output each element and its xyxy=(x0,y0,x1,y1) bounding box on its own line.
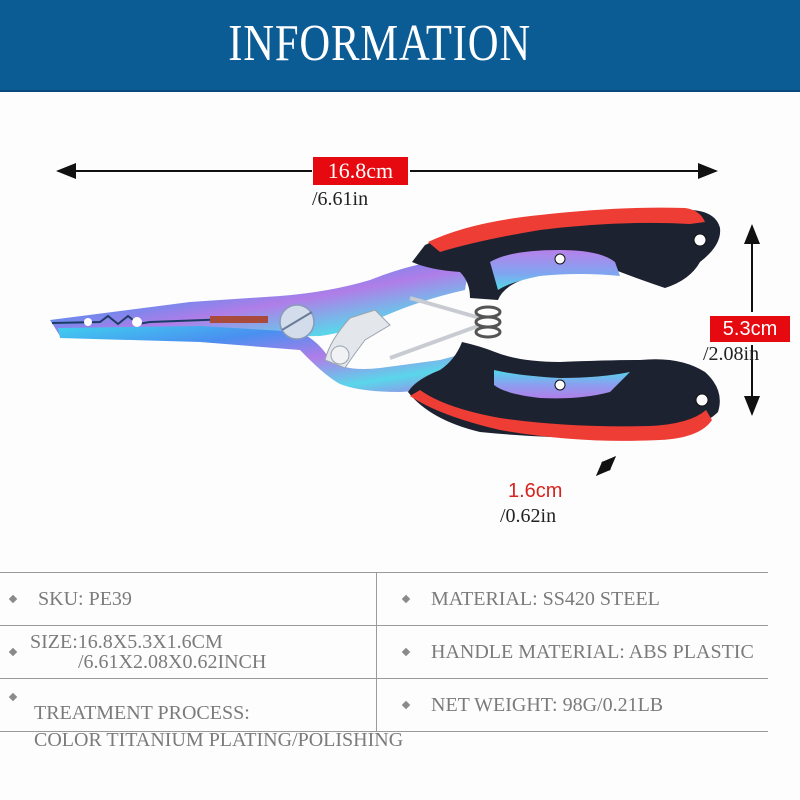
thickness-dimension-arrow xyxy=(595,455,617,477)
diamond-bullet-icon xyxy=(8,594,18,604)
thickness-inch-label: /0.62in xyxy=(500,505,557,527)
spec-handle-material-text: HANDLE MATERIAL: ABS PLASTIC xyxy=(431,640,754,663)
spec-treatment-label: TREATMENT PROCESS: xyxy=(34,701,250,724)
header-banner: INFORMATION xyxy=(0,0,800,92)
diamond-bullet-icon xyxy=(401,700,411,710)
page-title: INFORMATION xyxy=(228,14,532,72)
spec-treatment: TREATMENT PROCESS: xyxy=(0,679,377,731)
spec-table: SKU: PE39 MATERIAL: SS420 STEEL SIZE:16.… xyxy=(0,572,768,732)
pliers-image xyxy=(50,207,721,441)
diamond-bullet-icon xyxy=(401,647,411,657)
thickness-cm-label: 1.6cm xyxy=(508,480,563,502)
diamond-bullet-icon xyxy=(8,692,18,702)
width-inch-label: /2.08in xyxy=(703,343,760,365)
spec-net-weight: NET WEIGHT: 98G/0.21LB xyxy=(377,679,768,731)
diamond-bullet-icon xyxy=(401,594,411,604)
spec-row: SIZE:16.8X5.3X1.6CM /6.61X2.08X0.62INCH … xyxy=(0,625,768,678)
spec-material-text: MATERIAL: SS420 STEEL xyxy=(431,587,660,610)
spec-size: SIZE:16.8X5.3X1.6CM /6.61X2.08X0.62INCH xyxy=(0,626,377,678)
spec-sku-text: SKU: PE39 xyxy=(38,587,132,610)
spec-net-weight-text: NET WEIGHT: 98G/0.21LB xyxy=(431,693,664,716)
spec-row: SKU: PE39 MATERIAL: SS420 STEEL xyxy=(0,572,768,625)
diamond-bullet-icon xyxy=(8,647,18,657)
spec-material: MATERIAL: SS420 STEEL xyxy=(377,573,768,625)
width-cm-badge: 5.3cm xyxy=(710,316,790,342)
length-cm-badge: 16.8cm xyxy=(313,157,408,185)
spec-handle-material: HANDLE MATERIAL: ABS PLASTIC xyxy=(377,626,768,678)
length-inch-label: /6.61in xyxy=(312,188,369,210)
spec-size-cm: SIZE:16.8X5.3X1.6CM xyxy=(30,631,223,653)
spec-size-inch: /6.61X2.08X0.62INCH xyxy=(78,651,267,673)
product-illustration xyxy=(50,163,760,477)
spec-treatment-value: COLOR TITANIUM PLATING/POLISHING xyxy=(34,729,404,751)
spec-sku: SKU: PE39 xyxy=(0,573,377,625)
spec-row: TREATMENT PROCESS: NET WEIGHT: 98G/0.21L… xyxy=(0,678,768,732)
